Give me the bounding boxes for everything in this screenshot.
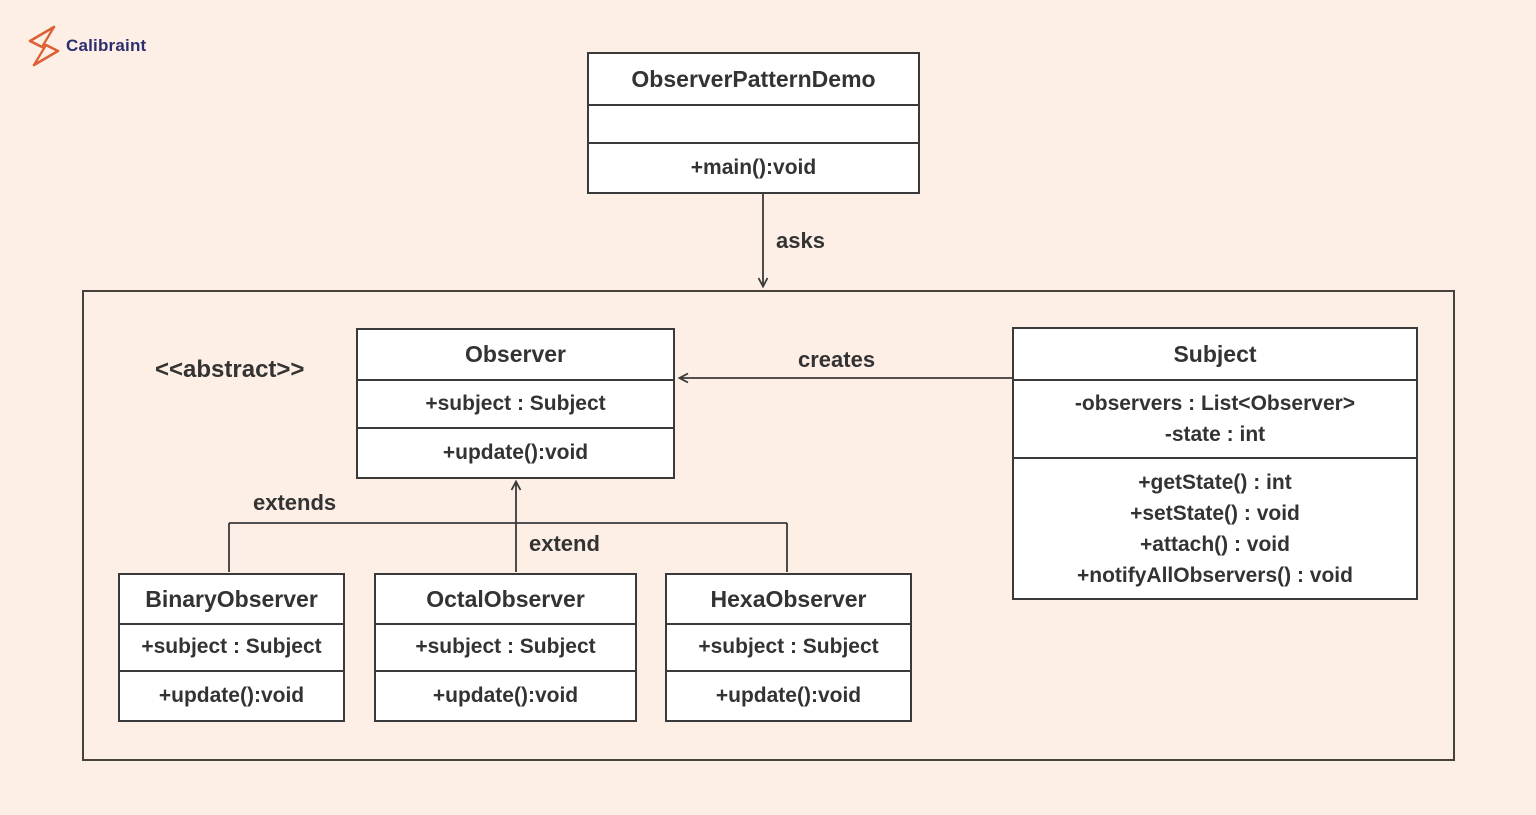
class-title: OctalObserver <box>426 585 585 612</box>
class-method: +notifyAllObservers() : void <box>1077 563 1353 587</box>
abstract-stereotype-label: <<abstract>> <box>155 356 305 383</box>
class-octal-observer: OctalObserver +subject : Subject +update… <box>374 573 637 722</box>
class-observer-pattern-demo: ObserverPatternDemo +main():void <box>587 52 920 194</box>
calibraint-logo: Calibraint <box>26 24 146 68</box>
class-attribute: -observers : List<Observer> <box>1074 392 1356 415</box>
extend-label: extend <box>529 531 600 556</box>
class-attributes: -observers : List<Observer> -state : int <box>1014 379 1416 457</box>
class-title: Subject <box>1173 340 1257 367</box>
class-method: +update():void <box>120 670 343 720</box>
class-method: +update():void <box>667 670 910 720</box>
class-method: +update():void <box>376 670 635 720</box>
class-methods: +getState() : int +setState() : void +at… <box>1014 457 1416 598</box>
extends-label: extends <box>253 490 337 515</box>
class-attributes-empty <box>589 104 918 142</box>
class-method: +main():void <box>589 142 918 192</box>
class-title: ObserverPatternDemo <box>631 65 876 92</box>
logo-wordmark: Calibraint <box>66 36 147 55</box>
class-hexa-observer: HexaObserver +subject : Subject +update(… <box>665 573 912 722</box>
class-attribute: +subject : Subject <box>667 623 910 670</box>
class-observer: Observer +subject : Subject +update():vo… <box>356 328 675 479</box>
class-binary-observer: BinaryObserver +subject : Subject +updat… <box>118 573 345 722</box>
system-frame <box>82 290 1455 761</box>
calibraint-zigzag-icon <box>28 25 60 67</box>
class-attribute: +subject : Subject <box>358 379 673 427</box>
class-attribute: +subject : Subject <box>120 623 343 670</box>
class-attribute: +subject : Subject <box>376 623 635 670</box>
class-method: +setState() : void <box>1130 501 1300 525</box>
class-title: Observer <box>464 341 566 368</box>
class-method: +getState() : int <box>1138 470 1292 494</box>
class-title: BinaryObserver <box>145 585 318 612</box>
class-attribute: -state : int <box>1164 423 1266 446</box>
creates-label: creates <box>798 347 876 372</box>
class-method: +update():void <box>358 427 673 477</box>
asks-label: asks <box>776 228 825 253</box>
class-subject: Subject -observers : List<Observer> -sta… <box>1012 327 1418 600</box>
class-method: +attach() : void <box>1140 532 1290 556</box>
class-title: HexaObserver <box>710 585 867 612</box>
